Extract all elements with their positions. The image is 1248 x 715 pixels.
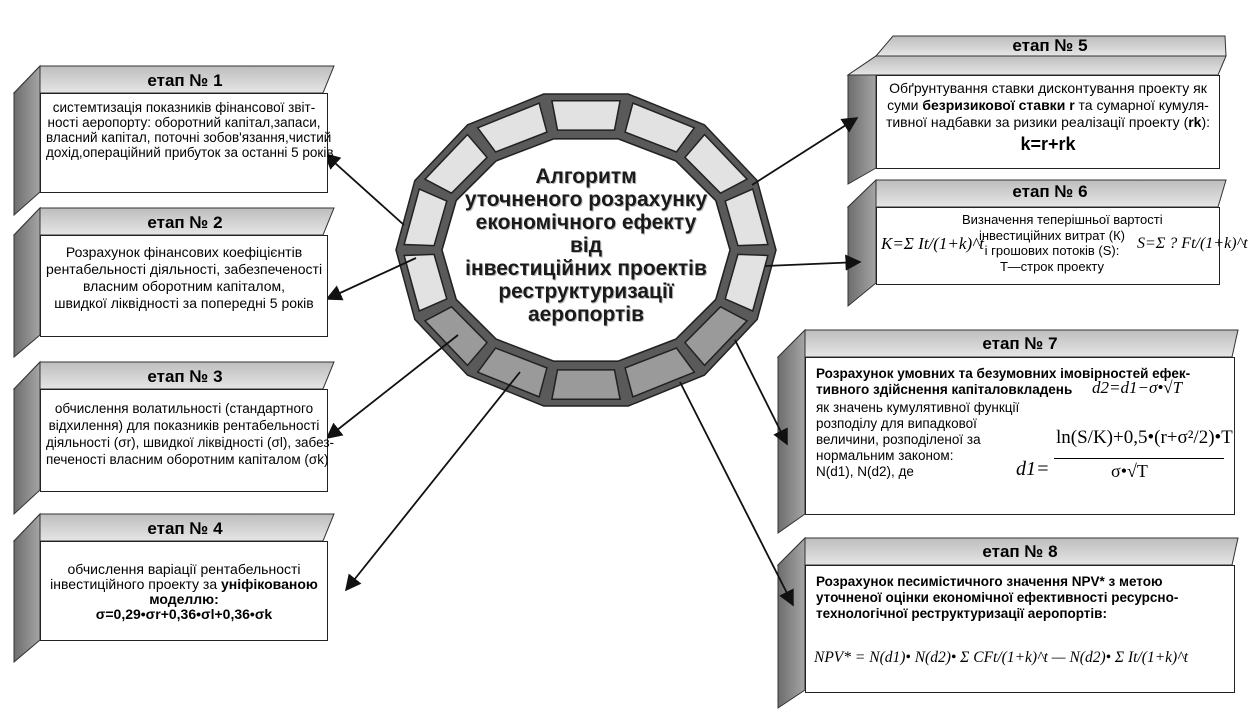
center-ring: [395, 93, 777, 407]
fraction-bar: [1054, 458, 1224, 459]
arrow-to-stage-4: [344, 371, 521, 592]
arrow-to-stage-5: [751, 117, 859, 186]
ring-segment: [423, 133, 489, 195]
stage-7-formula-d1-lhs: d1=: [1016, 458, 1050, 480]
stage-4-content: обчислення варіації рентабельності інвес…: [40, 541, 328, 641]
arrow-to-stage-7: [734, 339, 788, 446]
ring-center: [441, 138, 731, 362]
stage-8-formula: NPV* = N(d1)• N(d2)• Σ CFt/(1+k)^t — N(d…: [814, 649, 1189, 666]
ring-segment: [550, 99, 622, 131]
stage-7-formula-d1-den: σ•√T: [1111, 461, 1148, 481]
stage-7-formula-d2: d2=d1−σ•√T: [1092, 378, 1183, 397]
center-title: Алгоритм уточненого розрахунку економічн…: [464, 165, 708, 326]
stage-8-title: етап № 8: [982, 542, 1058, 561]
stage-7-content: Розрахунок умовних та безумовних імовірн…: [805, 357, 1235, 515]
stage-2-content: Розрахунок фінансових коефіцієнтів рента…: [40, 235, 328, 337]
stage-6-formula-s: S=Σ ? Ft/(1+k)^t: [1137, 235, 1248, 252]
stage-5-content: Обґрунтування ставки дисконтування проек…: [876, 75, 1220, 169]
ring-segment: [624, 347, 696, 398]
ring-segment: [624, 102, 696, 153]
stage-8-content: Розрахунок песимістичного значення NPV* …: [805, 565, 1235, 693]
stage-6-formula-k: K=Σ It/(1+k)^t: [881, 234, 985, 253]
ring-segment: [724, 253, 769, 313]
arrow-to-stage-2: [325, 257, 417, 301]
ring-segment: [476, 102, 548, 153]
arrow-to-stage-1: [323, 152, 405, 226]
stage-1-title: етап № 1: [147, 71, 223, 90]
stage-7-formula-d1-num: ln(S/K)+0,5•(r+σ²/2)•T: [1056, 427, 1233, 448]
ring-segment: [403, 187, 448, 247]
ring-segment: [683, 305, 749, 367]
box-depth-faces: [12, 35, 1239, 709]
stage-5-title: етап № 5: [1012, 36, 1088, 55]
stage-7-title: етап № 7: [982, 334, 1058, 353]
ring-segment: [403, 253, 448, 313]
stage-4-formula: σ=0,29•σr+0,36•σl+0,36•σk: [95, 606, 273, 622]
stage-5-formula: k=r+rk: [1020, 134, 1076, 154]
stage-6-title: етап № 6: [1012, 182, 1088, 201]
stage-4-title: етап № 4: [147, 519, 223, 538]
stage-2-title: етап № 2: [147, 213, 223, 232]
ring-segment: [476, 347, 548, 398]
stage-6-content: Визначення теперішньої вартості інвестиц…: [876, 207, 1248, 285]
stage-3-title: етап № 3: [147, 367, 223, 386]
arrow-to-stage-3: [325, 334, 459, 440]
ring-segment: [683, 133, 749, 195]
stage-3-content: обчислення волатильності (стандартного в…: [40, 389, 334, 492]
connector-arrows: [323, 117, 862, 607]
arrow-to-stage-6: [764, 254, 862, 271]
stage-1-content: системтизація показників фінансової звіт…: [40, 93, 334, 193]
ring-segment: [724, 187, 769, 247]
ring-segment: [550, 369, 622, 401]
arrow-to-stage-8: [679, 381, 794, 607]
